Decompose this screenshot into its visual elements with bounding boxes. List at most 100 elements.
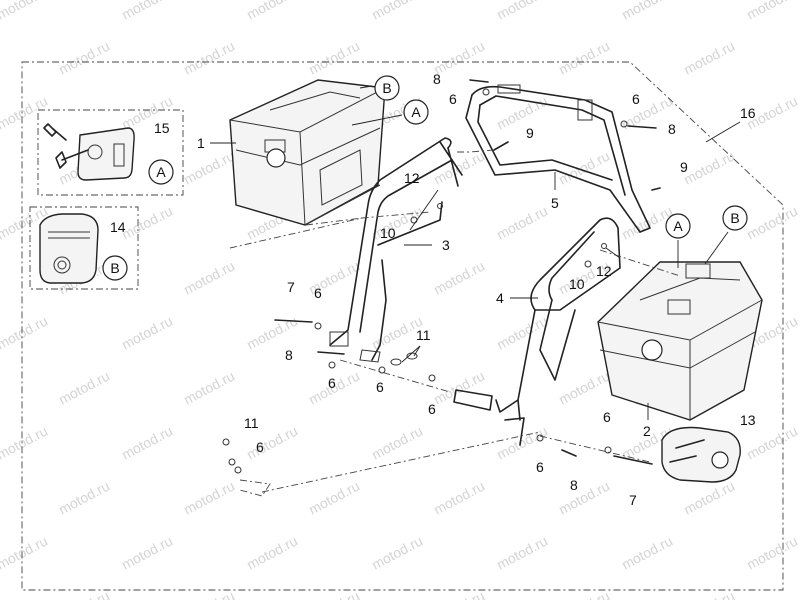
reference-markers: B A A B A B <box>102 75 748 281</box>
marker-B: B <box>722 205 748 231</box>
watermark-text: motod.ru <box>181 38 237 78</box>
bolt-7-right <box>613 455 653 465</box>
watermark-text: motod.ru <box>431 258 487 298</box>
case-lock-and-keys <box>661 426 741 483</box>
watermark-text: motod.ru <box>306 38 362 78</box>
watermark-text: motod.ru <box>681 478 737 518</box>
rear-rack-frame <box>465 84 651 233</box>
callout-14: 14 <box>110 219 126 235</box>
watermark-text: motod.ru <box>0 93 50 133</box>
marker-A: A <box>403 99 429 125</box>
callout-labels: 1 2 3 4 5 6 6 6 6 6 6 6 6 6 7 7 8 8 8 8 … <box>110 71 756 508</box>
watermark-text: motod.ru <box>494 93 550 133</box>
callout-6: 6 <box>536 459 544 475</box>
watermark-text: motod.ru <box>119 0 175 23</box>
watermark-text: motod.ru <box>181 478 237 518</box>
callout-8: 8 <box>285 347 293 363</box>
watermark-text: motod.ru <box>119 203 175 243</box>
watermark-text: motod.ru <box>556 368 612 408</box>
callout-10: 10 <box>380 225 396 241</box>
callout-10: 10 <box>569 276 585 292</box>
bolt-9-right <box>651 187 661 191</box>
watermark-text: motod.ru <box>431 588 487 600</box>
svg-text:B: B <box>110 260 119 276</box>
callout-6: 6 <box>256 439 264 455</box>
bolt-8-left <box>317 351 345 355</box>
svg-text:A: A <box>411 104 421 120</box>
watermark-text: motod.ru <box>744 423 800 463</box>
watermark-text: motod.ru <box>306 588 362 600</box>
watermark-text: motod.ru <box>56 478 112 518</box>
watermark-text: motod.ru <box>744 203 800 243</box>
watermark-text: motod.ru <box>0 533 50 573</box>
bolt-right-8 <box>627 125 657 129</box>
watermark-text: motod.ru <box>744 0 800 23</box>
right-side-case <box>597 261 763 421</box>
watermark-text: motod.ru <box>369 0 425 23</box>
watermark-text: motod.ru <box>56 588 112 600</box>
bolt-9-left <box>493 141 509 151</box>
callout-6: 6 <box>376 379 384 395</box>
callout-8: 8 <box>433 71 441 87</box>
marker-B: B <box>374 75 400 101</box>
watermark-text: motod.ru <box>56 38 112 78</box>
callout-7: 7 <box>629 492 637 508</box>
watermark-text: motod.ru <box>119 533 175 573</box>
watermark-text: motod.ru <box>494 533 550 573</box>
watermark-text: motod.ru <box>556 148 612 188</box>
callout-11: 11 <box>416 327 431 343</box>
callout-9: 9 <box>680 159 688 175</box>
assembly-boundary <box>21 61 784 591</box>
inset-box-cover <box>29 206 139 290</box>
watermark-text: motod.ru <box>181 148 237 188</box>
watermark-text: motod.ru <box>556 38 612 78</box>
watermark-text: motod.ru <box>494 0 550 23</box>
watermark-text: motod.ru <box>619 533 675 573</box>
callout-4: 4 <box>496 290 504 306</box>
callout-8: 8 <box>570 477 578 493</box>
watermark-text: motod.ru <box>681 38 737 78</box>
svg-text:A: A <box>156 164 166 180</box>
watermark-text: motod.ru <box>0 0 50 23</box>
watermark-text: motod.ru <box>306 478 362 518</box>
callout-6: 6 <box>449 91 457 107</box>
leader-lines <box>210 85 741 420</box>
watermark-text: motod.ru <box>181 588 237 600</box>
inset-box-lock-set <box>37 109 184 196</box>
lid-cover-panel <box>39 213 99 284</box>
watermark-text: motod.ru <box>369 533 425 573</box>
svg-text:A: A <box>673 218 683 234</box>
svg-text:B: B <box>382 80 391 96</box>
assembly-guide-lines <box>229 149 681 497</box>
svg-text:B: B <box>730 210 739 226</box>
callout-8: 8 <box>668 121 676 137</box>
callout-7: 7 <box>287 279 295 295</box>
watermark-text: motod.ru <box>0 423 50 463</box>
callout-6: 6 <box>632 91 640 107</box>
marker-B: B <box>102 255 128 281</box>
watermark-text: motod.ru <box>556 478 612 518</box>
callout-6: 6 <box>428 401 436 417</box>
left-side-case <box>229 79 386 226</box>
callout-11: 11 <box>244 415 259 431</box>
callout-16: 16 <box>740 105 756 121</box>
bolt-7-left <box>274 319 313 323</box>
right-carrier-frame <box>453 217 621 446</box>
callout-6: 6 <box>314 285 322 301</box>
watermark-text: motod.ru <box>681 148 737 188</box>
callout-9: 9 <box>526 125 534 141</box>
callout-6: 6 <box>603 409 611 425</box>
callout-12: 12 <box>404 170 420 186</box>
callout-6: 6 <box>328 375 336 391</box>
watermark-text: motod.ru <box>244 0 300 23</box>
callout-12: 12 <box>596 263 612 279</box>
callout-5: 5 <box>551 195 559 211</box>
bolt-top-8 <box>469 79 489 83</box>
watermark-text: motod.ru <box>181 368 237 408</box>
watermark-text: motod.ru <box>681 588 737 600</box>
watermark-text: motod.ru <box>494 313 550 353</box>
callout-13: 13 <box>740 412 756 428</box>
watermark-text: motod.ru <box>494 203 550 243</box>
